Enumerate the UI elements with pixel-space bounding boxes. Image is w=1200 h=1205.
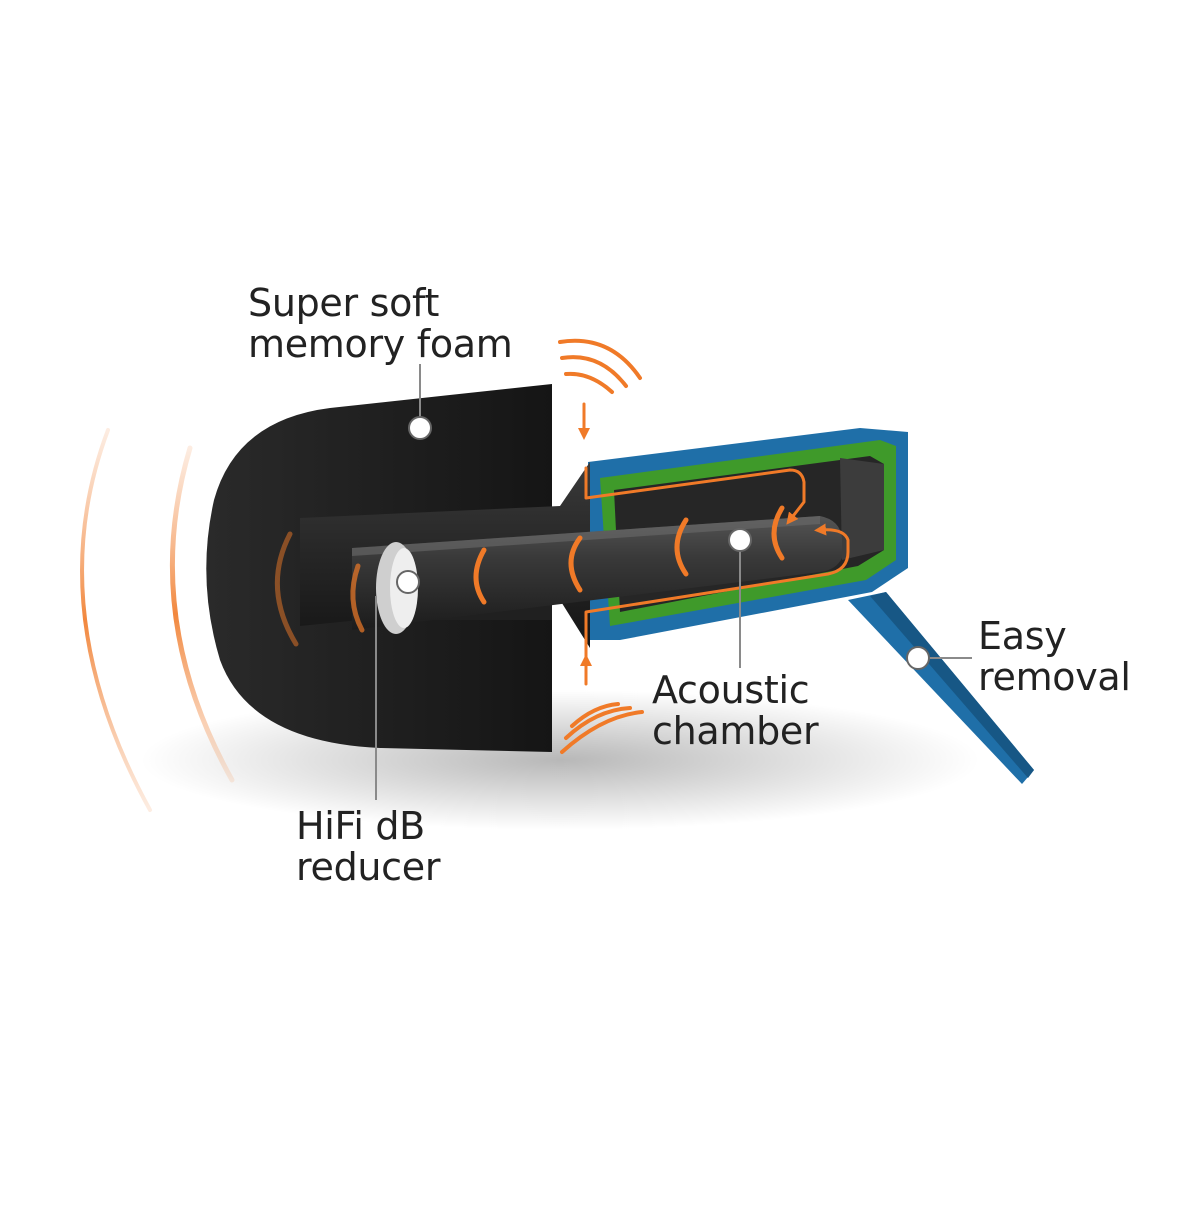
- callout-reducer-line2: reducer: [296, 845, 441, 889]
- airflow-path: [578, 402, 850, 686]
- callout-dot-reducer: [396, 570, 420, 594]
- callout-reducer-line1: HiFi dB: [296, 804, 425, 848]
- callout-dot-foam: [408, 416, 432, 440]
- callout-removal-line1: Easy: [978, 614, 1067, 658]
- removal-tab: [848, 592, 1034, 784]
- callout-acoustic-line1: Acoustic: [652, 668, 810, 712]
- callout-acoustic: Acoustic chamber: [652, 668, 819, 753]
- callout-foam-line1: Super soft: [248, 281, 440, 325]
- callout-dot-acoustic: [728, 528, 752, 552]
- callout-foam-line2: memory foam: [248, 322, 513, 366]
- external-sound-waves: [80, 428, 235, 812]
- sound-wave-icon-bottom: [560, 702, 644, 754]
- callout-acoustic-line2: chamber: [652, 709, 819, 753]
- callout-removal: Easy removal: [978, 616, 1131, 698]
- callout-removal-line2: removal: [978, 655, 1131, 699]
- callout-reducer: HiFi dB reducer: [296, 806, 440, 888]
- internal-sound-waves: [274, 505, 785, 647]
- callout-foam: Super soft memory foam: [248, 281, 513, 366]
- callout-dot-removal: [906, 646, 930, 670]
- sound-wave-icon-top: [558, 338, 642, 394]
- sound-tube: [352, 516, 842, 630]
